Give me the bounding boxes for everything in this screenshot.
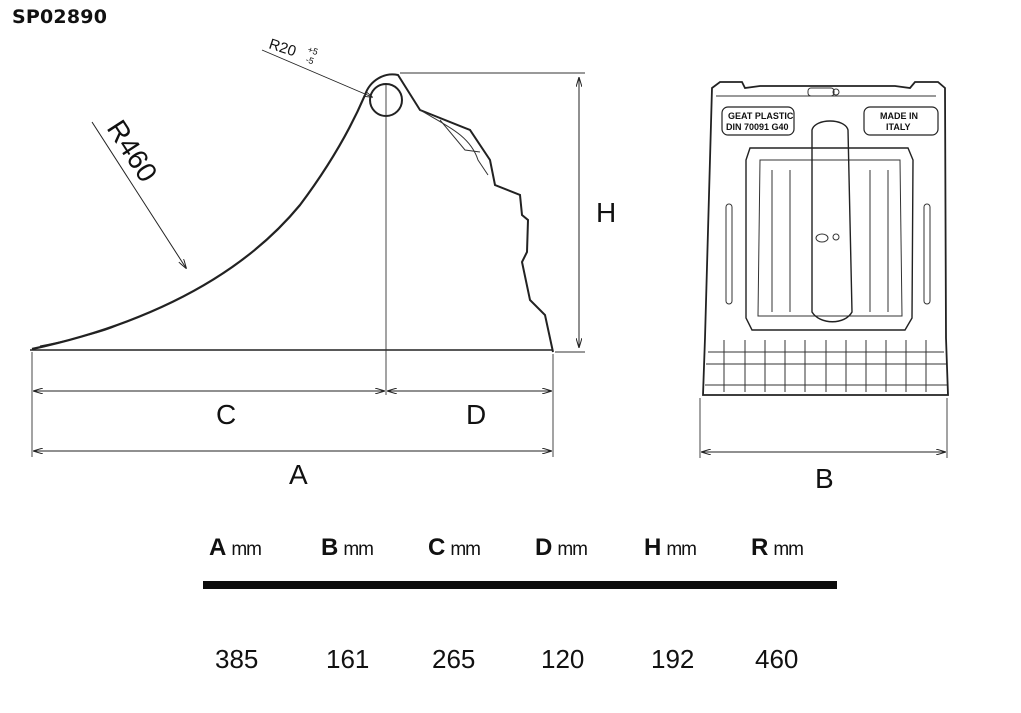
d-label: D — [466, 399, 486, 430]
a-label: A — [289, 459, 308, 490]
side-back-inner-line — [419, 109, 489, 176]
value-b: 161 — [326, 644, 370, 674]
value-h: 192 — [651, 644, 695, 674]
side-back-detail — [439, 119, 481, 153]
value-r: 460 — [755, 644, 799, 674]
front-inner-recess — [757, 159, 903, 317]
product-code: SP02890 — [12, 6, 108, 28]
b-label: B — [815, 463, 834, 494]
made-line-2: ITALY — [886, 122, 911, 132]
spine-hole — [832, 233, 840, 241]
central-spine — [811, 120, 853, 323]
made-line-1: MADE IN — [880, 111, 918, 121]
brand-line-2: DIN 70091 G40 — [726, 122, 789, 132]
spine-slot — [815, 233, 829, 243]
value-d: 120 — [541, 644, 585, 674]
side-back-profile — [364, 73, 554, 353]
value-c: 265 — [432, 644, 476, 674]
left-side-slot — [725, 203, 733, 305]
front-top-hole — [832, 88, 840, 96]
right-side-slot — [923, 203, 931, 305]
side-curved-profile — [31, 94, 367, 351]
comb-teeth — [723, 340, 927, 392]
front-top-tab — [807, 87, 835, 97]
r460-leader — [91, 121, 186, 268]
front-outer-body — [702, 81, 949, 396]
side-view: H R460 R20 +5 -5 C D A — [30, 36, 616, 490]
r20-tol-plus: +5 — [306, 44, 319, 57]
c-label: C — [216, 399, 236, 430]
brand-plate — [721, 106, 795, 136]
r20-label: R20 — [267, 36, 298, 61]
table-rule — [203, 581, 837, 589]
r20-leader — [261, 49, 372, 97]
value-a: 385 — [215, 644, 259, 674]
made-in-plate — [863, 106, 939, 136]
side-edge-highlight — [39, 323, 121, 347]
front-inner-panel — [745, 147, 914, 331]
front-view: GEAT PLASTIC DIN 70091 G40 MADE IN ITALY — [699, 81, 949, 494]
h-label: H — [596, 197, 616, 228]
brand-line-1: GEAT PLASTIC — [728, 111, 794, 121]
r20-tol-minus: -5 — [304, 54, 315, 66]
